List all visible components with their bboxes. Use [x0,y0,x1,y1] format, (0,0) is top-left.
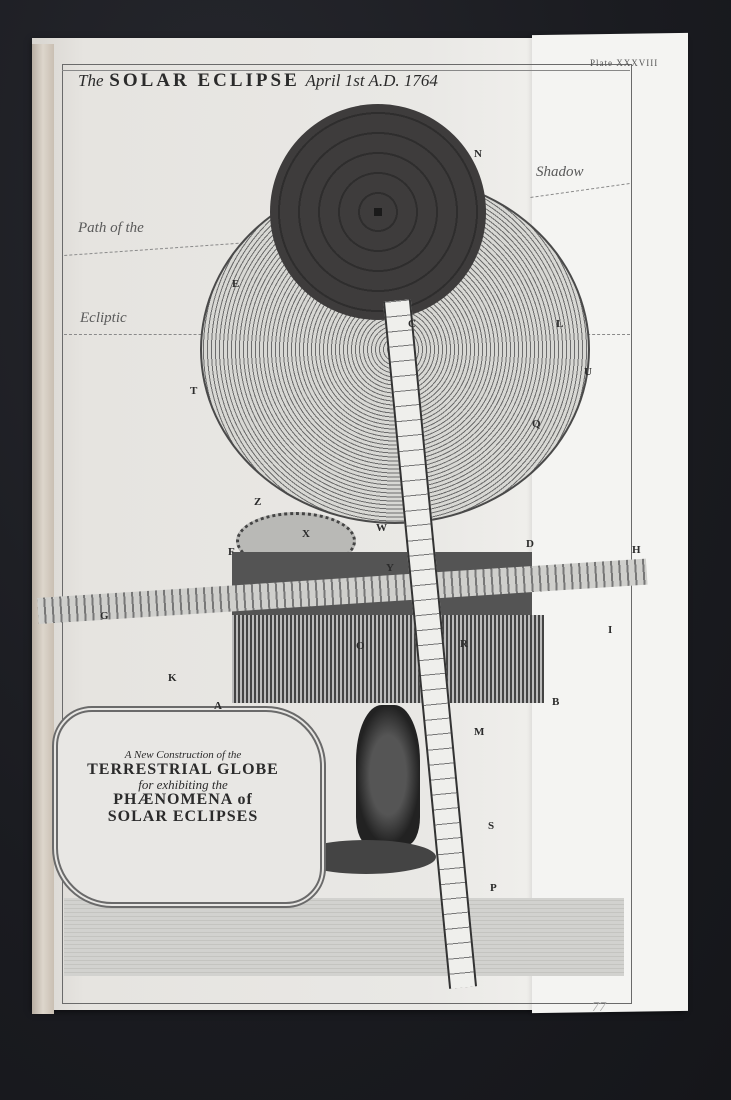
plate-border [62,64,632,1004]
label-Y: Y [386,562,394,574]
label-U: U [584,366,592,378]
label-K: K [168,672,177,684]
plate-top-rule [62,70,630,71]
label-I: I [608,624,613,636]
label-E: E [232,278,240,290]
cartouche-line-1: A New Construction of the [124,749,242,761]
title-prefix: The [78,71,104,90]
label-C: C [408,318,416,330]
label-D: D [526,538,534,550]
label-M: M [474,726,485,738]
plate-number: Plate XXXVIII [590,58,659,68]
label-B: B [552,696,560,708]
label-W: W [376,522,387,534]
floor-shading [64,898,624,976]
label-G: G [100,610,109,622]
title-main: SOLAR ECLIPSE [109,70,300,91]
cartouche-line-3: for exhibiting the [138,777,228,793]
label-R: R [460,638,468,650]
label-L: L [556,318,564,330]
pedestal [356,705,420,845]
title-date: April 1st A.D. 1764 [305,71,438,90]
base-box-front [232,615,544,703]
path-label-left: Path of the [78,220,144,236]
moon-center-mark [374,208,382,216]
cartouche-line-2: TERRESTRIAL GLOBE [87,760,279,778]
cartouche-line-4: PHÆNOMENA of [113,790,253,808]
label-A: A [214,700,222,712]
label-Q: Q [532,418,541,430]
label-T: T [190,385,198,397]
page-number: 77 [592,1000,606,1015]
cartouche-text: A New Construction of the TERRESTRIAL GL… [58,749,308,826]
label-N: N [474,148,482,160]
label-O: O [356,640,365,652]
label-P: P [490,882,497,894]
cartouche-line-5: SOLAR ECLIPSES [107,807,259,825]
label-X: X [302,528,310,540]
label-Z: Z [254,496,262,508]
label-H: H [632,544,641,556]
paper-left-edge [32,44,54,1014]
plate-title: The SOLAR ECLIPSE April 1st A.D. 1764 [78,70,438,92]
path-label-right: Shadow [536,164,584,180]
ecliptic-label: Ecliptic [80,310,127,326]
label-F: F [228,546,235,558]
label-S: S [488,820,495,832]
title-cartouche [52,706,326,908]
